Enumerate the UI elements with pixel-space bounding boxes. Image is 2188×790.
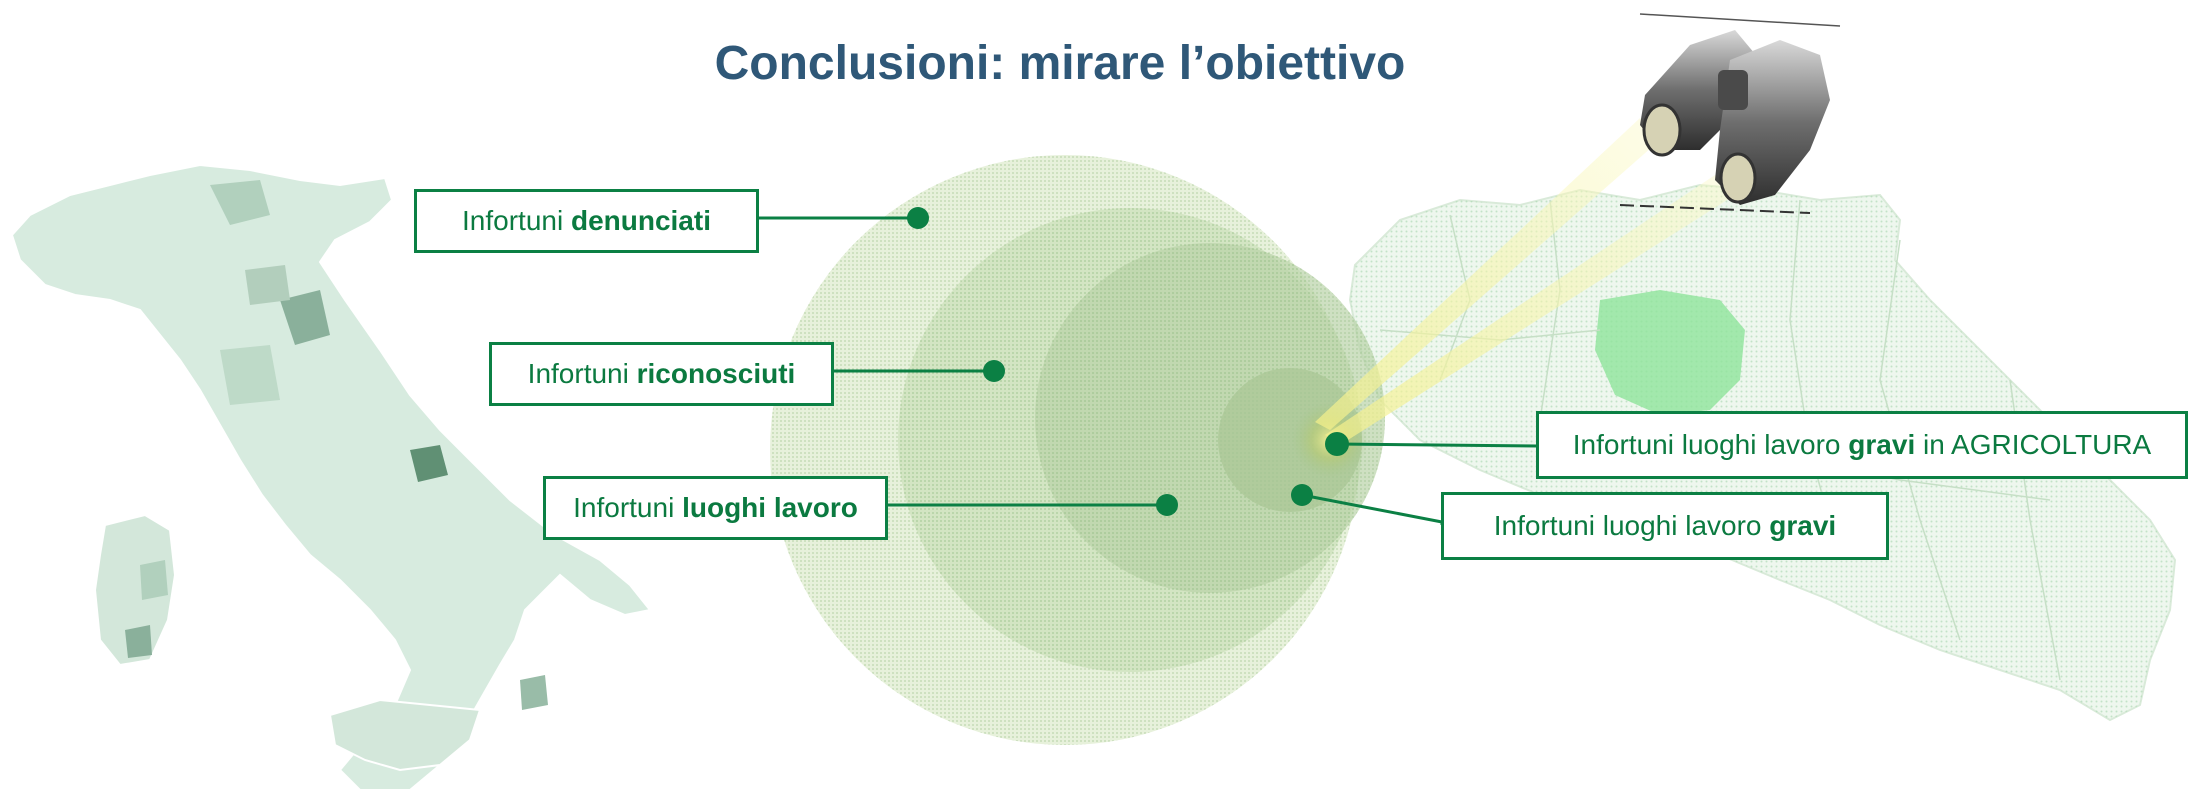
label-gravi-agricoltura-prefix: Infortuni luoghi lavoro [1572,429,1849,460]
label-gravi-agricoltura: Infortuni luoghi lavoro gravi in AGRICOL… [1536,411,2188,479]
connector-dots [907,207,1349,516]
label-luoghi-lavoro: Infortuni luoghi lavoro [543,476,888,540]
label-gravi-bold: gravi [1769,510,1837,541]
label-gravi: Infortuni luoghi lavoro gravi [1441,492,1889,560]
binoculars-icon [1619,13,1841,214]
dot-riconosciuti [983,360,1005,382]
italy-map [10,163,652,790]
dot-gravi [1291,484,1313,506]
label-riconosciuti-prefix: Infortuni [527,358,637,389]
italy-region-highlight [410,445,448,482]
sardinia [93,513,177,667]
dot-denunciati [907,207,929,229]
target-circles [770,155,1385,745]
label-denunciati-bold: denunciati [570,205,711,236]
beam-right [1325,175,1735,445]
italy-mainland [10,163,652,790]
sicily [328,698,482,772]
label-denunciati-prefix: Infortuni [462,205,571,236]
italy-region-shade-1 [210,180,270,225]
italy-region-shade-3 [245,265,290,305]
label-riconosciuti-bold: riconosciuti [636,358,796,389]
italy-region-shade-4 [220,345,280,405]
label-gravi-agricoltura-bold: gravi [1848,429,1916,460]
italy-region-shade-7 [520,675,548,710]
label-luoghi-lavoro-prefix: Infortuni [573,492,683,523]
page-title: Conclusioni: mirare l’obiettivo [714,37,1406,90]
beam-left [1315,118,1660,430]
label-riconosciuti: Infortuni riconosciuti [489,342,834,406]
dot-luoghi-lavoro [1156,494,1178,516]
italy-region-shade-5 [125,625,152,658]
italy-region-shade-2 [280,290,330,345]
region-highlight-area [1595,290,1745,415]
dot-gravi-agricoltura [1325,432,1349,456]
connector-gravi-agricoltura [1336,442,1539,448]
label-gravi-agricoltura-suffix: in AGRICOLTURA [1915,429,2152,460]
label-denunciati: Infortuni denunciati [414,189,759,253]
label-gravi-prefix: Infortuni luoghi lavoro [1493,510,1770,541]
italy-region-shade-6 [140,560,168,600]
binocular-beams [1315,118,1735,445]
label-luoghi-lavoro-bold: luoghi lavoro [682,492,858,523]
